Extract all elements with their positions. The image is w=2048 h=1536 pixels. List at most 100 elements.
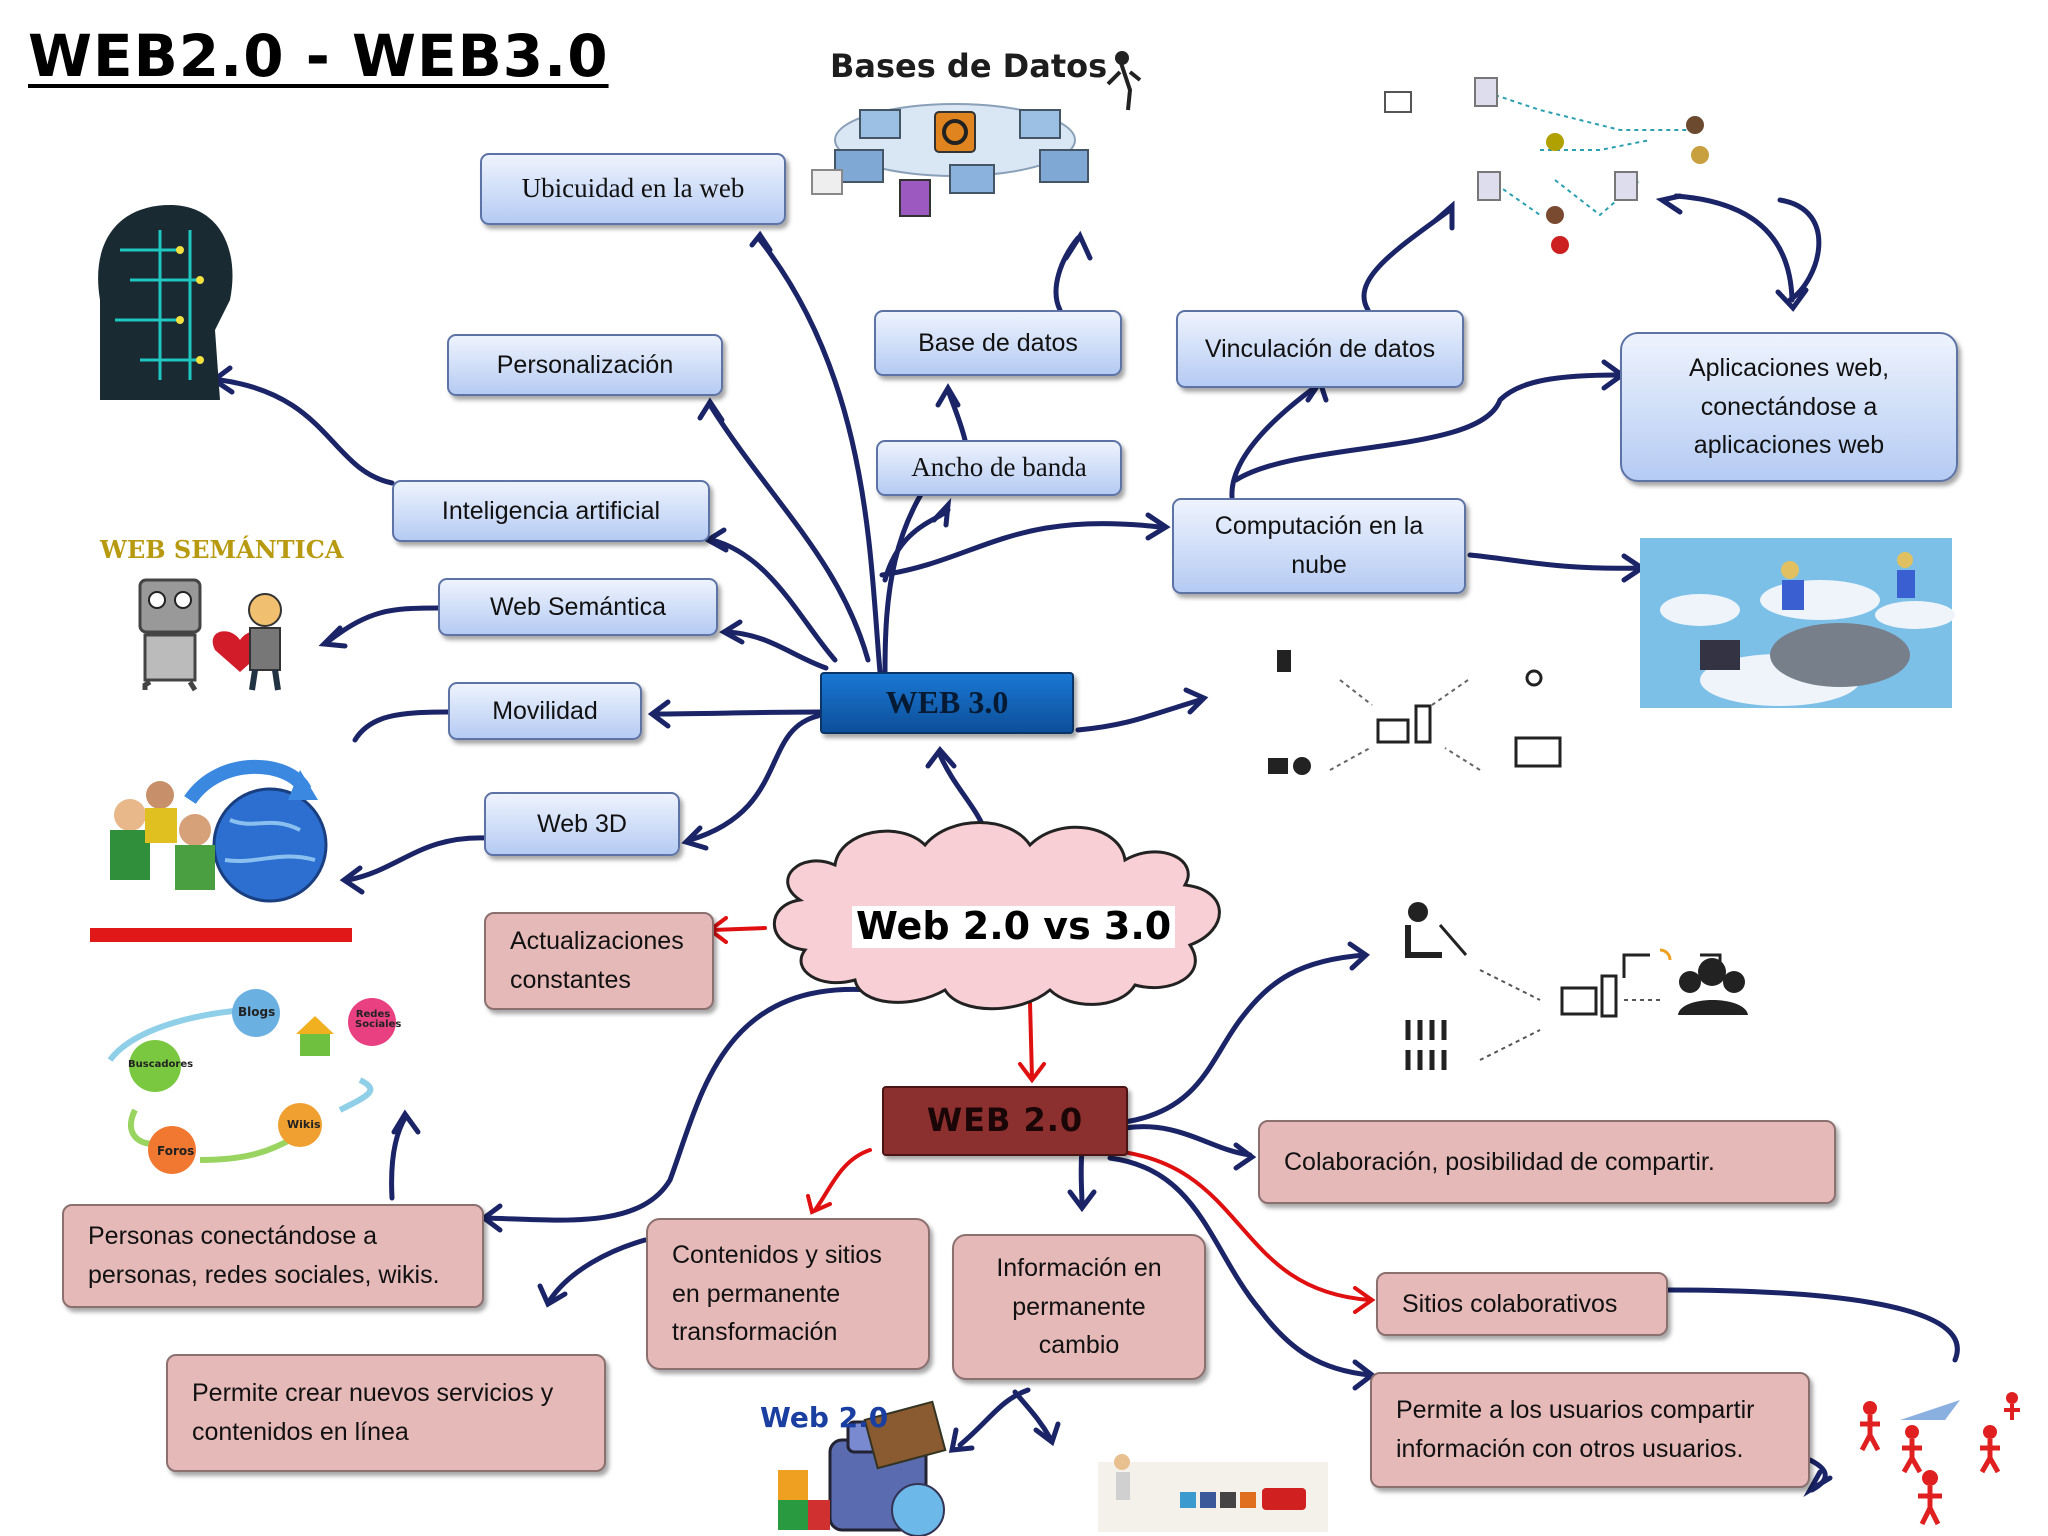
colaboracion-node[interactable]: Colaboración, posibilidad de compartir. [1258,1120,1836,1204]
connector-aplicaciones [1233,372,1621,483]
movilidad-label: Movilidad [492,696,598,725]
semantic-web-illustration [138,578,282,692]
connector-ia-img [217,377,395,486]
connector-colaboracion [1122,1124,1253,1158]
ancho-de-banda-node[interactable]: Ancho de banda [876,440,1122,496]
colaboracion-label: Colaboración, posibilidad de compartir. [1284,1147,1715,1176]
connector-web3d-img [345,835,491,883]
contenidos-line-1: Contenidos y sitios [672,1240,882,1269]
ubicuidad-node[interactable]: Ubicuidad en la web [480,153,786,225]
connector-ubicuidad [757,237,883,675]
connector-personalizacion [707,402,871,663]
connector-bases-datos-img [1053,235,1081,313]
connector-cloud-web20 [1028,1000,1034,1080]
crear-node[interactable]: Permite crear nuevos servicios y conteni… [166,1354,606,1472]
nube-line-2: nube [1291,551,1347,579]
contenidos-node[interactable]: Contenidos y sitios en permanente transf… [646,1218,930,1370]
aplicaciones-line-2: conectándose a [1700,392,1878,421]
connector-vinculacion [1229,382,1321,500]
connector-web30-right [1075,697,1203,733]
personas-line-1: Personas conectándose a [88,1222,378,1251]
base-de-datos-node[interactable]: Base de datos [874,310,1122,376]
page-title: WEB2.0 - WEB3.0 [28,22,609,90]
personalizacion-label: Personalización [496,350,674,379]
globe-people-illustration [90,759,352,942]
web20-node[interactable]: WEB 2.0 [882,1086,1128,1156]
linked-data-nodes [1384,77,1709,254]
web30-label: WEB 3.0 [885,684,1009,721]
contenidos-line-3: transformación [672,1318,838,1347]
sitios-node[interactable]: Sitios colaborativos [1376,1272,1668,1336]
web20-logo-label: Web 2.0 [760,1401,889,1434]
crear-line-2: contenidos en línea [192,1418,409,1446]
informacion-line-2: permanente [1012,1292,1146,1321]
informacion-line-1: Información en [996,1253,1162,1282]
ai-head-illustration [98,205,233,400]
redes-label: Redes Sociales [355,1009,402,1030]
connector-base-datos [945,387,968,443]
connector-vinculacion-img [1361,207,1453,313]
connector-informacion [1078,1147,1085,1208]
compartir-line-1: Permite a los usuarios compartir [1396,1396,1755,1425]
connector-nube-img [1467,552,1643,571]
social-media-icons-illustration [1098,1454,1328,1532]
ubicuidad-label: Ubicuidad en la web [521,173,745,204]
actualizaciones-node[interactable]: Actualizaciones constantes [484,912,714,1010]
vinculacion-node[interactable]: Vinculación de datos [1176,310,1464,388]
vinculacion-label: Vinculación de datos [1204,334,1436,363]
personalizacion-node[interactable]: Personalización [447,334,723,396]
connector-crear [547,1237,648,1303]
semantica-node[interactable]: Web Semántica [438,578,718,636]
connector-informacion-img-left [957,1387,1031,1448]
web-semantica-label: WEB SEMÁNTICA [100,535,344,564]
base-de-datos-label: Base de datos [918,328,1078,357]
compartir-node[interactable]: Permite a los usuarios compartir informa… [1370,1372,1810,1488]
connector-personas [482,986,873,1223]
connector-semantica [725,629,829,671]
actualizaciones-line-1: Actualizaciones [510,927,684,956]
nube-node[interactable]: Computación en la nube [1172,498,1466,594]
compartir-line-2: información con otros usuarios. [1396,1435,1744,1463]
aplicaciones-line-1: Aplicaciones web, [1688,353,1890,382]
personas-line-2: personas, redes sociales, wikis. [88,1261,440,1289]
ancho-de-banda-label: Ancho de banda [911,452,1087,483]
aplicaciones-line-3: aplicaciones web [1693,431,1885,460]
connector-actualizaciones [710,926,767,932]
cloud-computing-illustration [1640,538,1955,708]
connector-colaboracion-img [1122,952,1368,1125]
connectors-web30 [209,193,1822,895]
connector-nube [879,521,1163,578]
actualizaciones-line-2: constantes [510,966,631,994]
connector-movilidad-img [352,709,451,743]
blogs-label: Blogs [238,1005,276,1019]
connector-sitios-img [1665,1287,1960,1363]
buscadores-label: Buscadores [128,1059,194,1070]
foros-label: Foros [157,1144,195,1158]
center-topic[interactable]: Web 2.0 vs 3.0 [852,905,1176,948]
informacion-line-3: cambio [1038,1331,1120,1360]
connector-personas-img [389,1115,408,1201]
inteligencia-label: Inteligencia artificial [441,496,661,525]
contenidos-line-2: en permanente [672,1279,841,1308]
web20-network-illustration [1405,902,1748,1070]
web3d-node[interactable]: Web 3D [484,792,680,856]
web30-network-illustration [1268,650,1562,775]
web3d-label: Web 3D [537,809,627,838]
collaboration-people-illustration [1859,1392,2020,1526]
connector-ia [709,537,838,663]
bases-de-datos-label: Bases de Datos [830,47,1108,85]
connector-cloud-web30 [937,752,993,871]
semantica-label: Web Semántica [489,592,666,621]
aplicaciones-node[interactable]: Aplicaciones web, conectándose a aplicac… [1620,332,1958,482]
connector-semantica-img [327,605,441,643]
connector-movilidad [652,709,823,717]
wikis-label: Wikis [287,1118,321,1131]
movilidad-node[interactable]: Movilidad [448,682,642,740]
connector-aplicaciones-img [1777,197,1822,303]
personas-node[interactable]: Personas conectándose a personas, redes … [62,1204,484,1308]
inteligencia-node[interactable]: Inteligencia artificial [392,480,710,542]
web20-label: WEB 2.0 [926,1101,1084,1140]
connector-contenidos [813,1148,872,1212]
web30-node[interactable]: WEB 3.0 [820,672,1074,734]
informacion-node[interactable]: Información en permanente cambio [952,1234,1206,1380]
